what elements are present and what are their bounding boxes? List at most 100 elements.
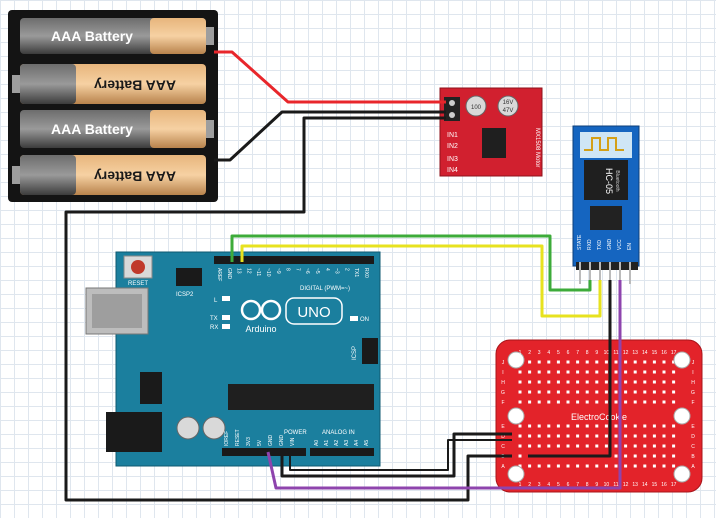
breadboard-hole <box>528 390 532 394</box>
breadboard-row-letter: J <box>502 360 505 366</box>
breadboard-column-number: 3 <box>538 482 541 488</box>
analog-pin-label: A1 <box>324 440 330 446</box>
led-label: TX <box>210 316 218 322</box>
power-pin-label: 3V3 <box>246 437 252 446</box>
breadboard-column-number: 10 <box>604 350 610 356</box>
breadboard-column-number: 10 <box>604 482 610 488</box>
breadboard-hole <box>547 360 551 364</box>
power-pin-label: RESET <box>235 429 241 446</box>
arduino-brand: Arduino <box>245 324 276 334</box>
breadboard-hole <box>528 400 532 404</box>
breadboard-hole <box>633 434 637 438</box>
breadboard-hole <box>614 434 618 438</box>
analog-pin-label: A0 <box>314 440 320 446</box>
icsp2-header <box>176 268 202 286</box>
breadboard-hole <box>528 464 532 468</box>
breadboard-row-letter: D <box>501 434 505 440</box>
breadboard-hole <box>518 424 522 428</box>
breadboard-hole <box>662 434 666 438</box>
breadboard-hole <box>518 380 522 384</box>
breadboard-row-letter: A <box>691 464 695 470</box>
driver-side-text: MX1508 Motor <box>534 128 540 167</box>
breadboard-hole <box>662 454 666 458</box>
breadboard-column-number: 16 <box>661 350 667 356</box>
breadboard-hole <box>537 400 541 404</box>
driver-chip <box>482 128 506 158</box>
wire-yellow-rxd <box>240 244 602 318</box>
breadboard-hole <box>547 434 551 438</box>
breadboard-row-letter: D <box>691 434 695 440</box>
breadboard-hole <box>662 400 666 404</box>
breadboard-column-number: 9 <box>595 482 598 488</box>
breadboard-hole <box>652 434 656 438</box>
hc05-pin-label: RXD <box>587 239 593 250</box>
breadboard-hole <box>576 424 580 428</box>
breadboard-column-number: 6 <box>567 350 570 356</box>
power-pin-label: GND <box>279 435 285 447</box>
capacitor <box>202 416 226 440</box>
breadboard-hole <box>566 464 570 468</box>
breadboard-hole <box>528 360 532 364</box>
breadboard-holes <box>518 360 676 468</box>
breadboard-hole <box>547 390 551 394</box>
breadboard-hole <box>528 424 532 428</box>
breadboard-hole <box>672 454 676 458</box>
breadboard-column-number: 6 <box>567 482 570 488</box>
breadboard-hole <box>643 444 647 448</box>
breadboard-hole <box>556 444 560 448</box>
breadboard-row-letter: H <box>691 380 695 386</box>
breadboard-hole <box>556 424 560 428</box>
breadboard-hole <box>566 444 570 448</box>
breadboard-hole <box>518 370 522 374</box>
hc05-title: HC-05 <box>604 168 614 194</box>
breadboard-column-number: 14 <box>642 350 648 356</box>
breadboard-hole <box>614 464 618 468</box>
breadboard-hole <box>547 380 551 384</box>
breadboard-hole <box>672 434 676 438</box>
breadboard-hole <box>672 464 676 468</box>
breadboard-hole <box>633 400 637 404</box>
hc05-pin-label: EN <box>627 243 633 250</box>
breadboard-hole <box>614 454 618 458</box>
breadboard-hole <box>672 400 676 404</box>
power-jack <box>106 412 162 452</box>
breadboard-hole <box>662 380 666 384</box>
wire-red-battery-positive <box>214 50 446 104</box>
breadboard-hole <box>633 360 637 364</box>
breadboard-hole <box>518 434 522 438</box>
breadboard-hole <box>633 424 637 428</box>
breadboard-row-letter: E <box>501 424 505 430</box>
battery-cell-3: AAA Battery <box>20 110 214 148</box>
breadboard-hole <box>537 444 541 448</box>
breadboard-column-number: 17 <box>671 482 677 488</box>
breadboard-hole <box>547 400 551 404</box>
breadboard-hole <box>595 464 599 468</box>
digital-pin-label: 7 <box>294 268 300 271</box>
hc05-pin-label: TXD <box>597 240 603 250</box>
breadboard-column-number: 7 <box>576 482 579 488</box>
breadboard-column-number: 4 <box>547 482 550 488</box>
breadboard-row-letter: C <box>501 444 505 450</box>
breadboard-column-number: 8 <box>586 350 589 356</box>
breadboard-hole <box>537 380 541 384</box>
breadboard-row-letter: F <box>691 400 694 406</box>
mount-hole <box>507 465 525 483</box>
breadboard-column-number: 4 <box>547 350 550 356</box>
driver-input-label: IN1 <box>447 132 458 139</box>
breadboard-hole <box>672 424 676 428</box>
power-pin-label: GND <box>268 435 274 447</box>
breadboard-hole <box>614 400 618 404</box>
hc05-pin-label: STATE <box>577 234 583 250</box>
breadboard-hole <box>518 390 522 394</box>
capacitor <box>176 416 200 440</box>
digital-pin-label: ~3 <box>334 268 340 274</box>
breadboard-hole <box>585 400 589 404</box>
breadboard-hole <box>633 454 637 458</box>
breadboard-row-letter: H <box>501 380 505 386</box>
breadboard-hole <box>576 380 580 384</box>
capacitor-label: 100 <box>471 105 482 111</box>
breadboard-column-number: 12 <box>623 482 629 488</box>
motor-driver-board: 100 16V 47V IN1 IN2 IN3 IN4 MX1508 Motor <box>439 87 543 177</box>
